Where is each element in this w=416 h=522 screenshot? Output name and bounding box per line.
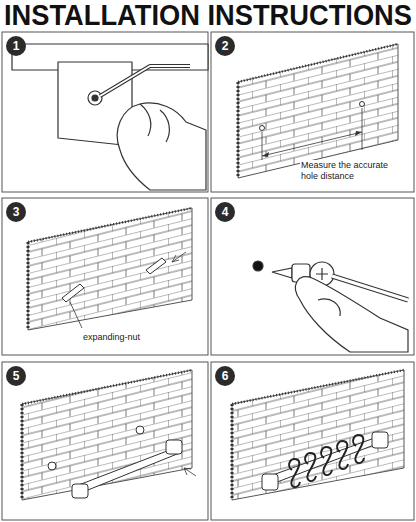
step-label: 1 — [13, 39, 20, 53]
step-number: 5 — [6, 366, 26, 386]
callout-text: Measure the accurate hole distance — [300, 160, 402, 182]
step-label: 3 — [13, 205, 20, 219]
step-label: 2 — [222, 39, 229, 53]
step-number: 4 — [215, 202, 235, 222]
step-number: 2 — [215, 36, 235, 56]
step-number: 6 — [215, 366, 235, 386]
step-label: 5 — [13, 369, 20, 383]
step-number: 1 — [6, 36, 26, 56]
callout-text: expanding-nut — [82, 332, 141, 343]
title: INSTALLATION INSTRUCTIONS — [4, 0, 412, 30]
step-label: 6 — [222, 369, 229, 383]
step-number: 3 — [6, 202, 26, 222]
step-label: 4 — [222, 205, 229, 219]
